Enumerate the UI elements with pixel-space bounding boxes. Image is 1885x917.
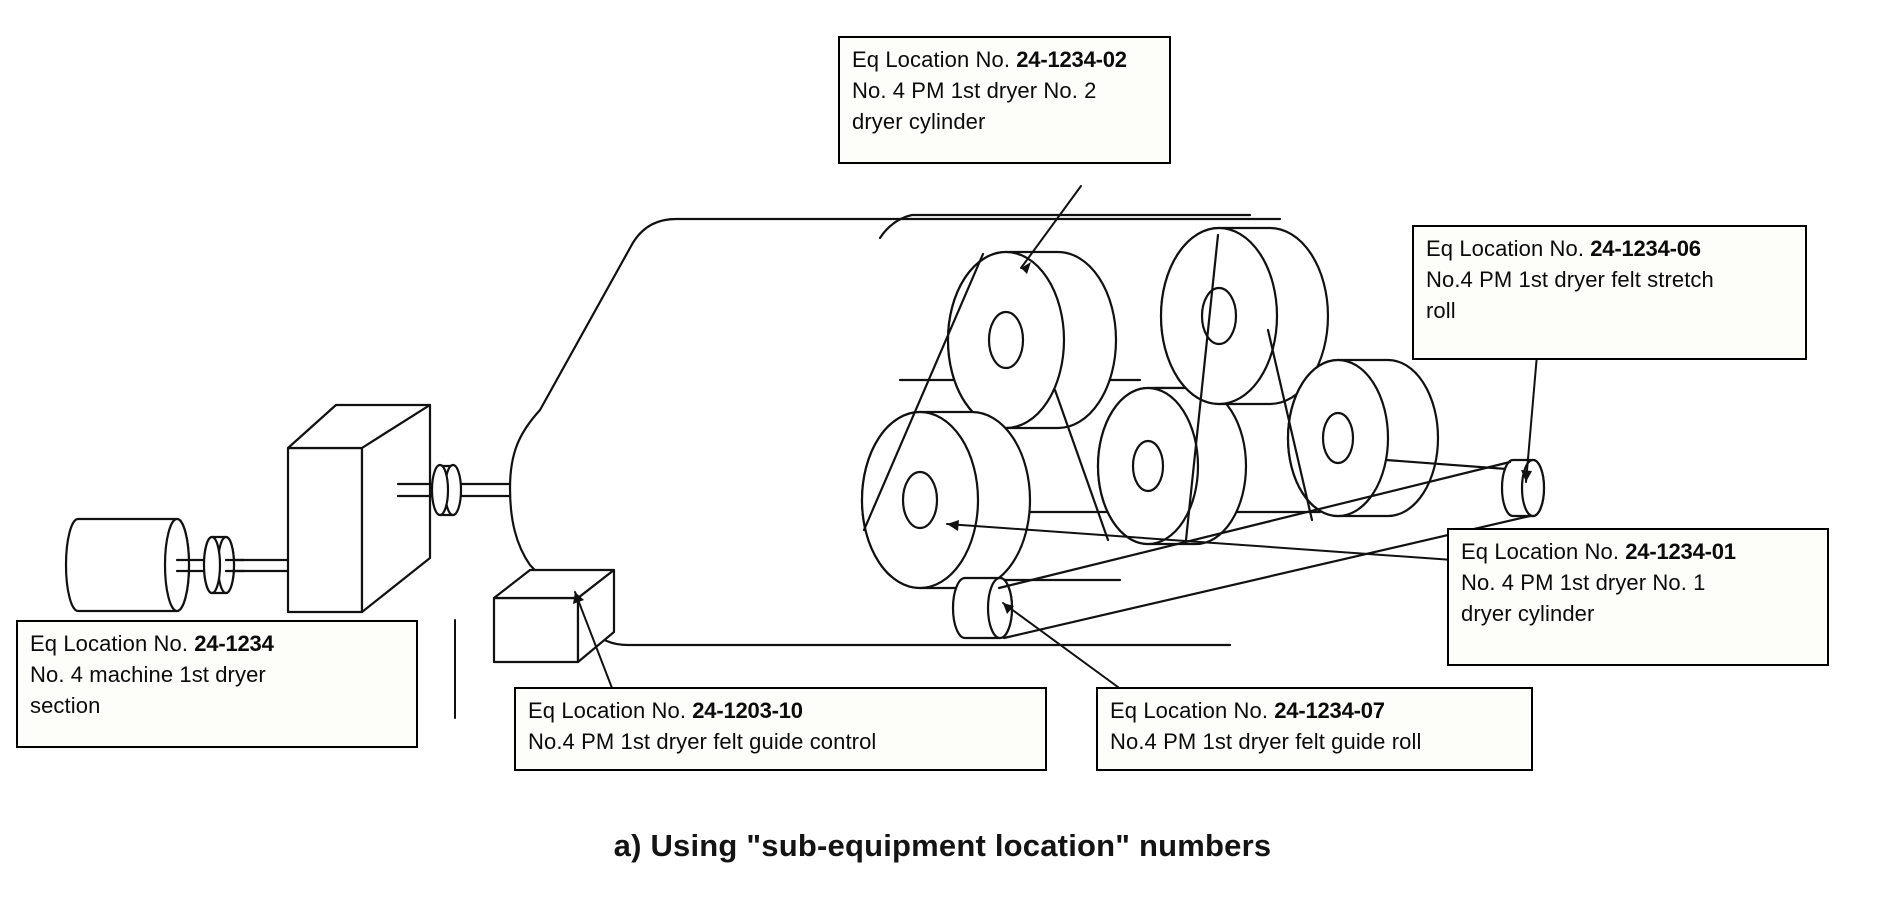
dryer-cylinder-2 xyxy=(946,250,1118,430)
callout-line-3: section xyxy=(30,692,101,718)
felt-return-run xyxy=(997,460,1532,640)
callout-felt-guide-control: Eq Location No. 24-1203-10 No.4 PM 1st d… xyxy=(514,687,1047,771)
callout-felt-guide-roll: Eq Location No. 24-1234-07 No.4 PM 1st d… xyxy=(1096,687,1533,771)
figure-caption: a) Using "sub-equipment location" number… xyxy=(613,828,1272,863)
dryer-felt-path xyxy=(862,233,1522,542)
gearbox-coupling xyxy=(430,463,463,517)
callout-line-1: Eq Location No. 24-1234-02 xyxy=(852,47,1127,72)
felt-guide-control xyxy=(492,568,616,664)
gearbox xyxy=(286,403,432,614)
callout-dryer-cylinder-2: Eq Location No. 24-1234-02 No. 4 PM 1st … xyxy=(838,36,1171,164)
callout-line-1: Eq Location No. 24-1203-10 xyxy=(528,698,803,723)
callout-line-2: No.4 PM 1st dryer felt stretch xyxy=(1426,266,1714,292)
callout-line-2: No. 4 machine 1st dryer xyxy=(30,661,266,687)
dryer-cylinder-5 xyxy=(1286,358,1440,518)
callout-line-3: dryer cylinder xyxy=(1461,600,1595,626)
callout-line-1: Eq Location No. 24-1234-07 xyxy=(1110,698,1385,723)
callout-machine-dryer-section: Eq Location No. 24-1234 No. 4 machine 1s… xyxy=(16,620,418,748)
coupling-to-gearbox-shaft xyxy=(224,558,290,573)
callout-line-1: Eq Location No. 24-1234-01 xyxy=(1461,539,1736,564)
callout-line-1: Eq Location No. 24-1234 xyxy=(30,631,274,656)
callout-line-1: Eq Location No. 24-1234-06 xyxy=(1426,236,1701,261)
callout-line-2: No.4 PM 1st dryer felt guide roll xyxy=(1110,728,1422,754)
motor-coupling xyxy=(202,535,236,595)
dryer-cylinder-4 xyxy=(1159,226,1330,406)
callout-line-3: roll xyxy=(1426,297,1456,323)
callout-line-2: No.4 PM 1st dryer felt guide control xyxy=(528,728,877,754)
callout-line-3: dryer cylinder xyxy=(852,108,986,134)
felt-stretch-roll xyxy=(1500,458,1546,518)
callout-line-2: No. 4 PM 1st dryer No. 1 xyxy=(1461,569,1706,595)
callout-dryer-cylinder-1: Eq Location No. 24-1234-01 No. 4 PM 1st … xyxy=(1447,528,1829,666)
dryer-cylinder-3 xyxy=(1096,386,1248,546)
callout-felt-stretch-roll: Eq Location No. 24-1234-06 No.4 PM 1st d… xyxy=(1412,225,1807,360)
drive-motor xyxy=(64,517,191,613)
dryer-cylinder-1 xyxy=(860,410,1032,590)
callout-line-2: No. 4 PM 1st dryer No. 2 xyxy=(852,77,1097,103)
